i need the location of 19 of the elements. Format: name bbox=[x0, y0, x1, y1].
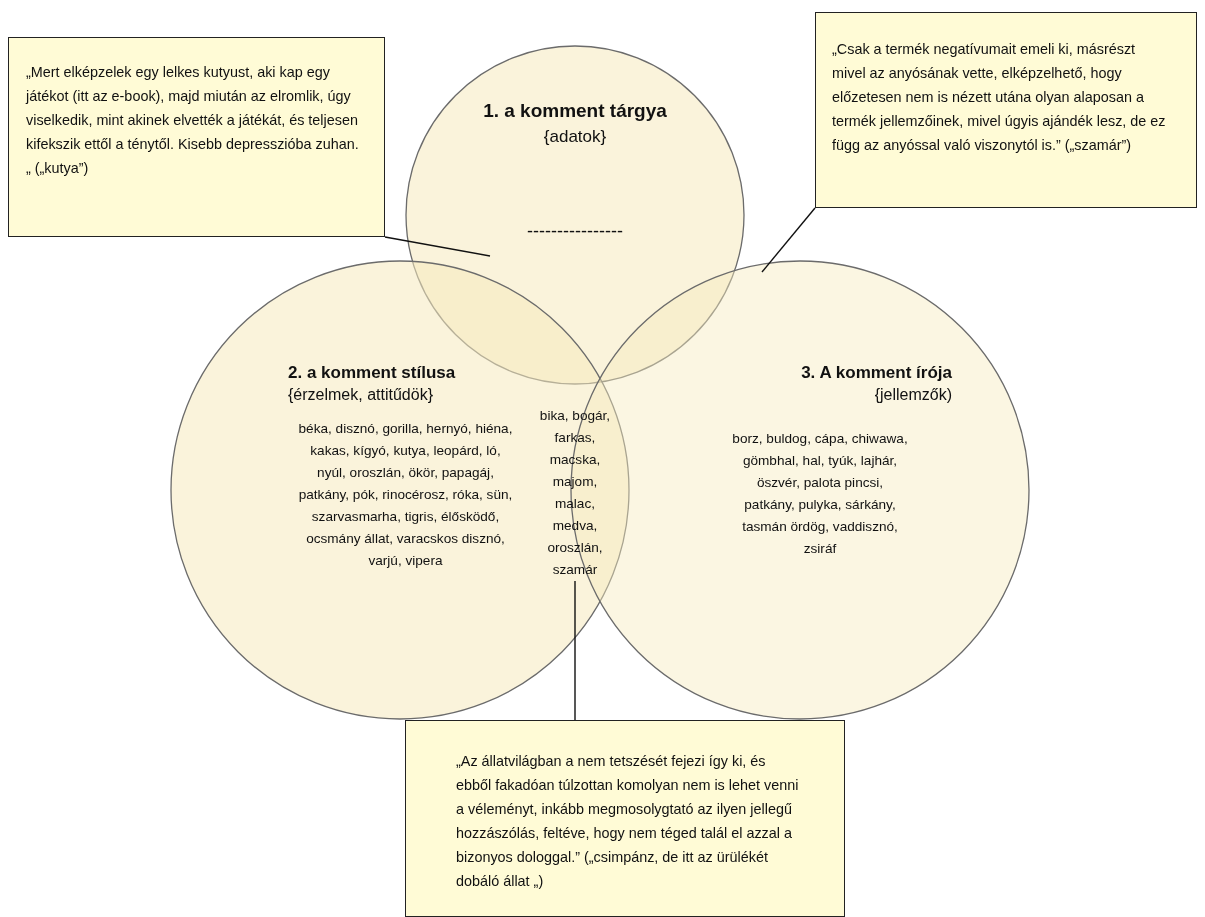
separator-dashes: ---------------- bbox=[526, 221, 624, 242]
leader-line bbox=[574, 580, 576, 721]
circle-heading: 2. a komment stílusa bbox=[288, 363, 457, 383]
circle-heading: 3. A komment írója bbox=[800, 363, 952, 383]
animal-list: borz, buldog, cápa, chiwawa, gömbhal, hal, tyúk, lajhár, öszvér, palota pincsi, patkány, pulyka, sárkány, tasmán ördög, vaddisznó, zsiráf bbox=[730, 428, 910, 560]
circle-subtitle: {adatok} bbox=[542, 127, 608, 147]
quote-text: „Mert elképzelek egy lelkes kutyust, aki kap egy játékot (itt az e-book), majd miután az elromlik, úgy viselkedik, mint akinek elvették a játékát, és teljesen kifekszik ettől a ténytől. Kisebb depresszióba zuhan. „ („kutya”) bbox=[26, 63, 360, 178]
quote-callout bbox=[405, 720, 845, 917]
quote-text: „Az állatvilágban a nem tetszését fejezi így ki, és ebből fakadóan túlzottan komolyan nem is lehet venni a véleményt, inkább megmosolygtató az ilyen jellegű hozzászólás, feltéve, hogy nem téged talál el azzal a bizonyos dologgal.” („csimpánz, de itt az ürülékét dobáló állat „) bbox=[456, 752, 800, 891]
circle-heading: 1. a komment tárgya bbox=[482, 100, 668, 122]
quote-callout bbox=[815, 12, 1197, 208]
quote-text: „Csak a termék negatívumait emeli ki, másrészt mivel az anyósának vette, elképzelhető, hogy előzetesen nem is nézett utána olyan alaposan a termék jellemzőinek, mivel úgyis ajándék lesz, de ez függ az anyóssal való viszonytól is.” („szamár”) bbox=[832, 40, 1167, 155]
leader-line bbox=[761, 207, 816, 273]
circle-subtitle: {érzelmek, attitűdök} bbox=[288, 386, 434, 404]
circle-subtitle: {jellemzők) bbox=[873, 386, 952, 404]
quote-callout bbox=[8, 37, 385, 237]
animal-list: bika, bogár, farkas, macska, majom, malac, medva, oroszlán, szamár bbox=[535, 405, 615, 581]
animal-list: béka, disznó, gorilla, hernyó, hiéna, kakas, kígyó, kutya, leopárd, ló, nyúl, oroszlán, ökör, papagáj, patkány, pók, rinocérosz, róka, sün, szarvasmarha, tigris, élősködő, ocsmány állat, varacskos disznó, varjú, vipera bbox=[298, 418, 513, 572]
leader-line bbox=[384, 236, 491, 257]
